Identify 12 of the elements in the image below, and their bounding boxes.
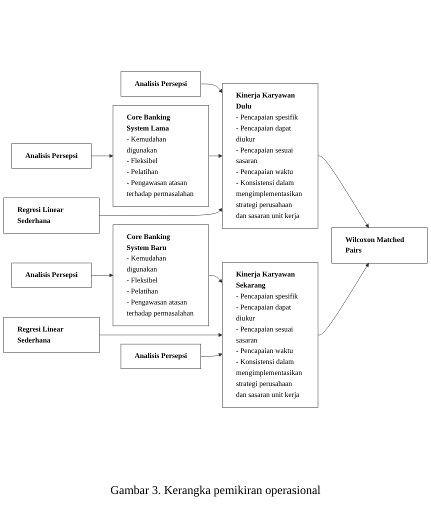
node-box bbox=[3, 198, 100, 234]
node-box bbox=[222, 262, 318, 408]
node-box bbox=[120, 344, 201, 369]
node-box bbox=[331, 227, 428, 264]
node-box bbox=[120, 71, 201, 96]
node-box bbox=[222, 83, 318, 229]
node-box bbox=[112, 224, 209, 326]
caption: Gambar 3. Kerangka pemikiran operasional bbox=[110, 482, 321, 499]
node-box bbox=[3, 316, 100, 353]
node-box bbox=[112, 105, 209, 207]
node-box bbox=[11, 143, 92, 168]
node-box bbox=[11, 262, 92, 288]
